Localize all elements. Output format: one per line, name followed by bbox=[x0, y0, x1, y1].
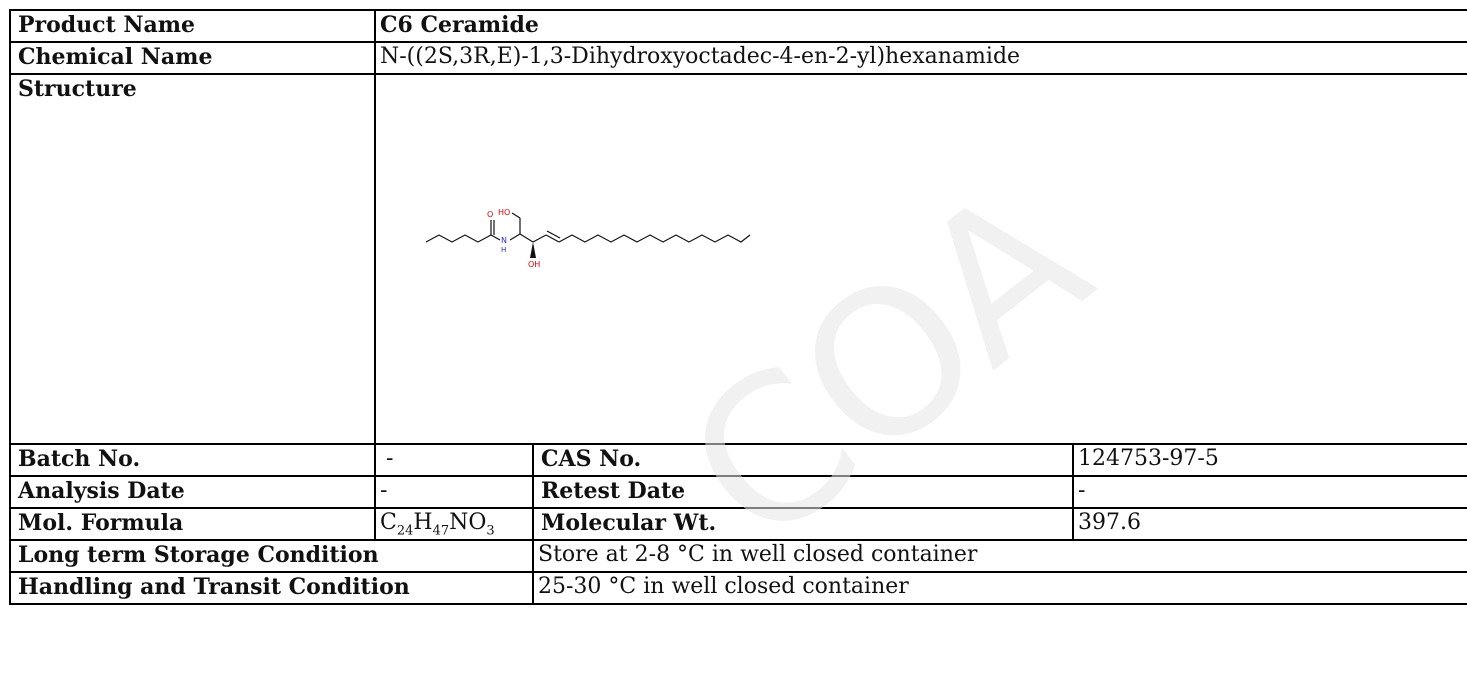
formula-hydrogen: H bbox=[413, 510, 433, 535]
row-chemical-name: Chemical Name N-((2S,3R,E)-1,3-Dihydroxy… bbox=[9, 41, 1467, 75]
mol-formula-label: Mol. Formula bbox=[9, 507, 376, 541]
formula-carbon-count: 24 bbox=[396, 523, 414, 539]
nitrogen-atom: N bbox=[501, 236, 507, 245]
carbonyl-oxygen-atom: O bbox=[487, 210, 493, 219]
batch-no-value: - bbox=[374, 443, 534, 477]
hydroxyl-top-atom: HO bbox=[498, 208, 510, 217]
chemical-name-value: N-((2S,3R,E)-1,3-Dihydroxyoctadec-4-en-2… bbox=[373, 41, 1467, 75]
mol-formula-value: C24H47NO3 bbox=[374, 507, 534, 541]
chemical-structure-image: O HO N H OH bbox=[425, 208, 751, 269]
coa-table: Product Name C6 Ceramide Chemical Name N… bbox=[9, 9, 1467, 605]
amine-hydrogen-atom: H bbox=[501, 246, 506, 254]
long-term-storage-label: Long term Storage Condition bbox=[9, 539, 534, 573]
product-name-value: C6 Ceramide bbox=[373, 9, 1467, 43]
row-analysis-retest: Analysis Date - Retest Date - bbox=[9, 475, 1467, 509]
cas-no-label: CAS No. bbox=[532, 443, 1074, 477]
long-term-storage-value: Store at 2-8 °C in well closed container bbox=[531, 539, 1467, 573]
retest-date-value: - bbox=[1071, 475, 1467, 509]
analysis-date-value: - bbox=[374, 475, 534, 509]
hydroxyl-bottom-atom: OH bbox=[528, 260, 540, 269]
structure-label: Structure bbox=[9, 73, 376, 445]
formula-nitrogen-oxygen: NO bbox=[449, 510, 487, 535]
formula-oxygen-count: 3 bbox=[486, 523, 495, 539]
structure-drawing-area: O HO N H OH bbox=[377, 76, 1466, 442]
molecular-wt-value: 397.6 bbox=[1071, 507, 1467, 541]
row-structure: Structure bbox=[9, 73, 1467, 445]
handling-transit-value: 25-30 °C in well closed container bbox=[531, 571, 1467, 605]
analysis-date-label: Analysis Date bbox=[9, 475, 376, 509]
row-long-term-storage: Long term Storage Condition Store at 2-8… bbox=[9, 539, 1467, 573]
row-product-name: Product Name C6 Ceramide bbox=[9, 9, 1467, 43]
product-name-label: Product Name bbox=[9, 9, 376, 43]
handling-transit-label: Handling and Transit Condition bbox=[9, 571, 534, 605]
row-handling-transit: Handling and Transit Condition 25-30 °C … bbox=[9, 571, 1467, 605]
formula-hydrogen-count: 47 bbox=[432, 523, 450, 539]
structure-cell: O HO N H OH bbox=[373, 73, 1467, 445]
cas-no-value: 124753-97-5 bbox=[1071, 443, 1467, 477]
row-formula-weight: Mol. Formula C24H47NO3 Molecular Wt. 397… bbox=[9, 507, 1467, 541]
row-batch-cas: Batch No. - CAS No. 124753-97-5 bbox=[9, 443, 1467, 477]
retest-date-label: Retest Date bbox=[532, 475, 1074, 509]
formula-carbon: C bbox=[380, 510, 397, 535]
batch-no-label: Batch No. bbox=[9, 443, 376, 477]
chemical-name-label: Chemical Name bbox=[9, 41, 376, 75]
molecular-wt-label: Molecular Wt. bbox=[532, 507, 1074, 541]
